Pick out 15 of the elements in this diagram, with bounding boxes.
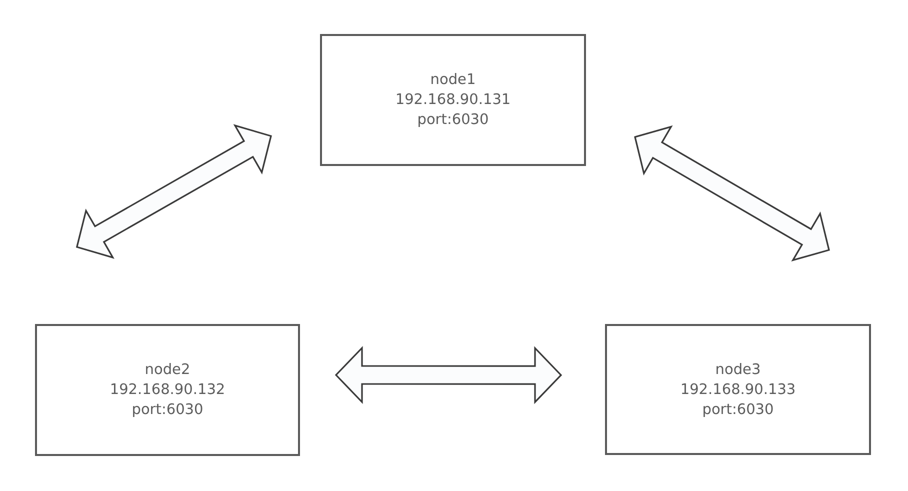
node-name: node2: [144, 361, 190, 380]
double-arrow: [76, 124, 272, 259]
port-number: port:6030: [702, 400, 774, 420]
double-arrow: [334, 346, 562, 404]
double-arrow: [634, 125, 830, 262]
port-number: port:6030: [417, 111, 489, 130]
ip-address: 192.168.90.133: [680, 380, 796, 400]
ip-address: 192.168.90.131: [395, 91, 511, 110]
ip-address: 192.168.90.132: [110, 381, 226, 400]
node-box: [320, 34, 586, 166]
node-box: [35, 324, 300, 456]
port-number: port:6030: [132, 401, 204, 420]
node-box: [605, 324, 871, 455]
node-name: node3: [715, 360, 761, 380]
node-name: node1: [430, 71, 476, 90]
